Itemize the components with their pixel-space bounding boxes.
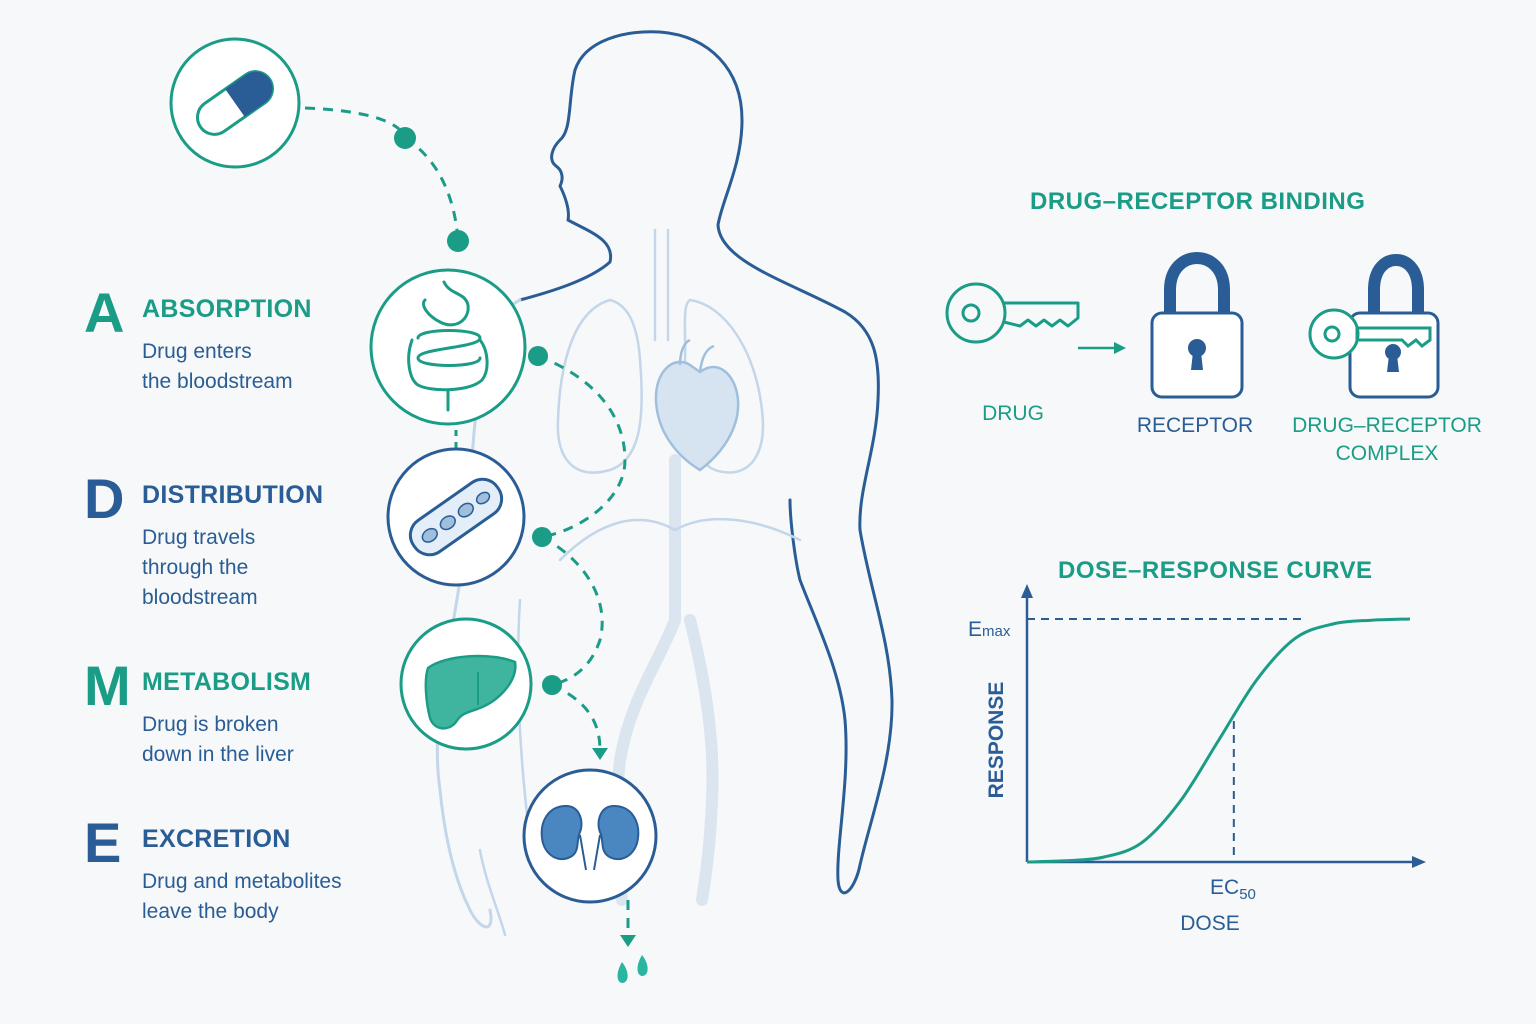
stage-description: Drug and metabolites leave the body [142,870,342,923]
heart-icon [654,338,740,472]
excretion-drops-icon [617,955,648,983]
y-axis-label: RESPONSE [985,681,1008,799]
stage-letter: E [84,811,122,874]
liver-icon [399,617,533,751]
complex-label: DRUG–RECEPTOR COMPLEX [1292,414,1482,465]
emax-text: E [968,618,983,641]
ec50-text: EC [1210,876,1240,899]
drug-label: DRUG [982,402,1044,425]
binding-title: DRUG–RECEPTOR BINDING [1030,188,1366,215]
adme-flow-path [304,106,630,935]
receptor-label: RECEPTOR [1136,414,1254,437]
emax-subscript: max [982,623,1011,640]
dose-response-plot [1026,617,1411,864]
arrowheads [592,748,636,947]
digestive-system-icon [369,268,527,426]
stage-letter: D [84,467,125,530]
blood-vessel-icon [386,447,526,587]
axis-arrowheads [1021,584,1426,868]
stage-description: Drug enters the bloodstream [142,340,293,393]
stage-title: ABSORPTION [142,295,312,323]
capsule-icon [169,37,301,169]
emax-label: Emax [968,616,1028,646]
flow-nodes [394,127,562,695]
kidneys-icon [522,768,658,904]
ec50-subscript: 50 [1239,886,1256,903]
stage-description: Drug is broken down in the liver [142,713,294,766]
dose-response-title: DOSE–RESPONSE CURVE [1058,557,1373,584]
stage-description: Drug travels through the bloodstream [142,526,258,609]
key-icon [945,282,1080,344]
ec50-label: EC50 [1210,874,1270,904]
stage-letter: M [84,654,131,717]
stage-title: METABOLISM [142,668,312,696]
dose-response-axes [1025,596,1418,864]
stage-title: DISTRIBUTION [142,481,324,509]
key-in-lock-icon [1308,253,1440,399]
binding-arrow [1078,342,1126,354]
stage-title: EXCRETION [142,825,291,853]
stage-letter: A [84,281,125,344]
x-axis-label: DOSE [1180,912,1240,935]
padlock-icon [1150,251,1244,399]
dose-response-curve [1026,617,1411,864]
